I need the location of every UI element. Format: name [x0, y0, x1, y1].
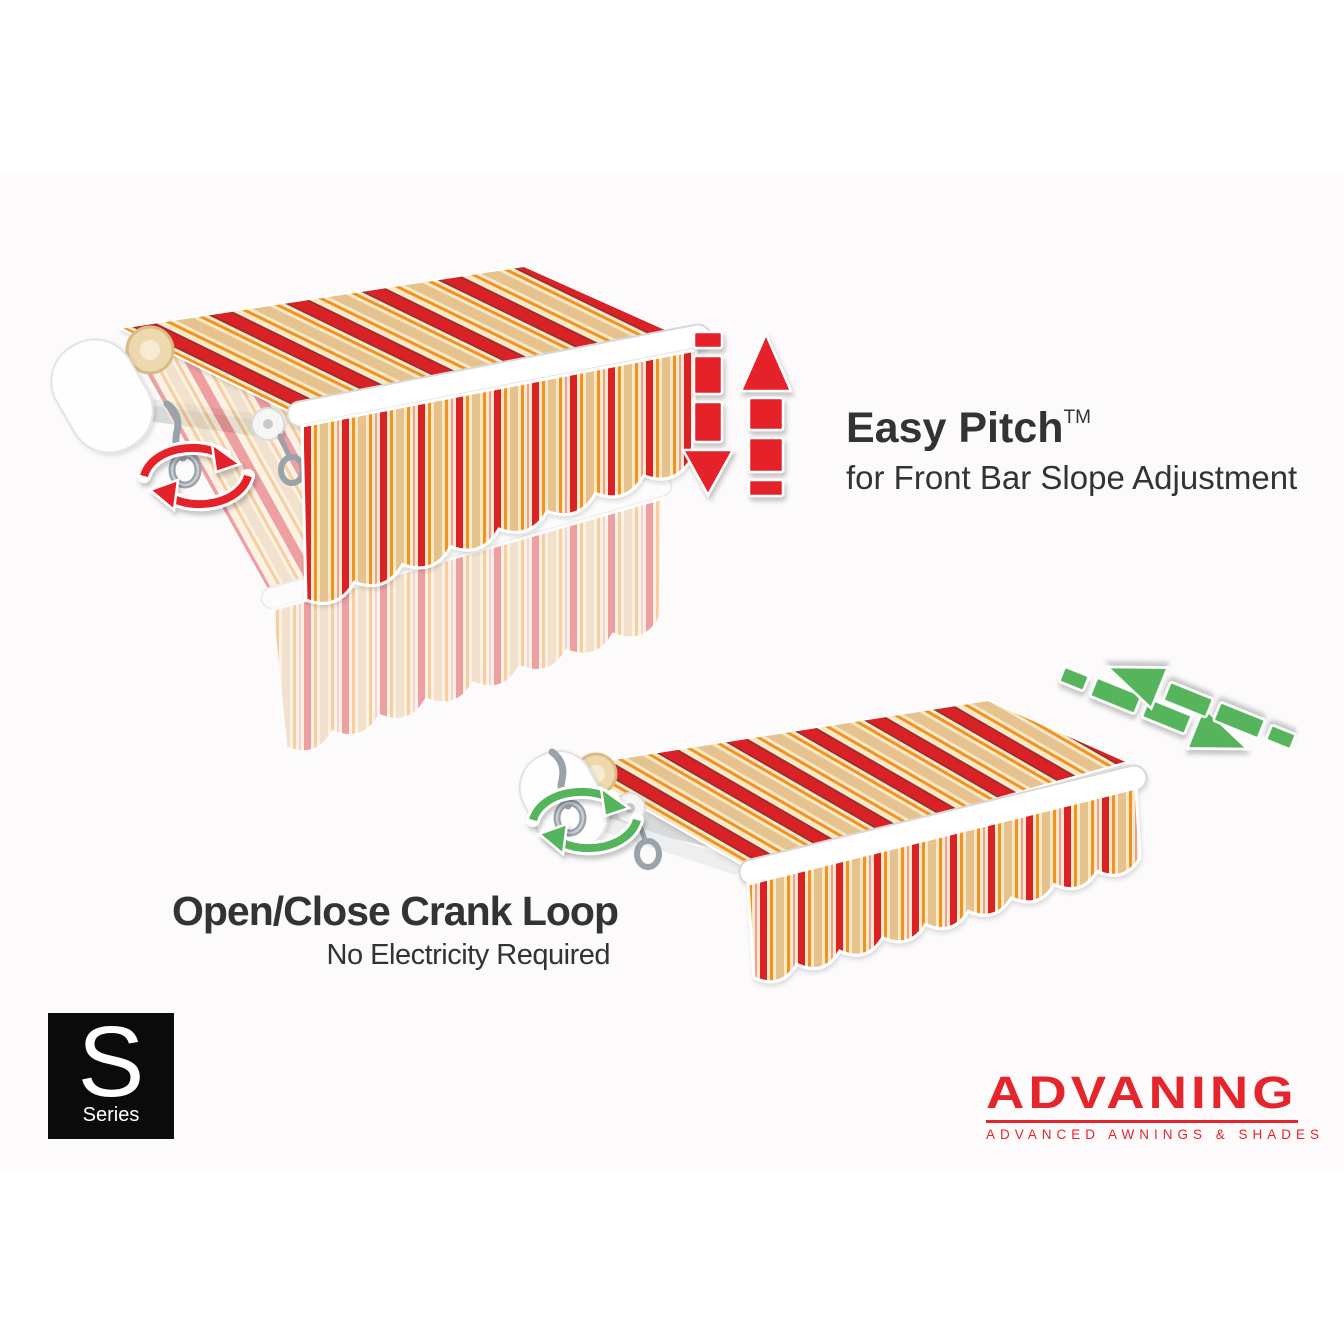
brand-logo: ADVANING ADVANCED AWNINGS & SHADES [986, 1070, 1324, 1142]
easy-pitch-annotation: Easy PitchTM for Front Bar Slope Adjustm… [846, 404, 1298, 497]
awning-crank-fabric [567, 698, 1148, 984]
pitch-up-arrow-icon [739, 330, 793, 498]
series-badge-label: Series [82, 1104, 140, 1126]
awning-crank-illustration [518, 698, 1148, 984]
crank-loop-title: Open/Close Crank Loop [172, 888, 619, 934]
brand-name: ADVANING [986, 1067, 1298, 1119]
series-badge: S Series [48, 1006, 174, 1139]
easy-pitch-title: Easy PitchTM [846, 404, 1297, 452]
open-close-arrows [1058, 665, 1297, 751]
easy-pitch-subtitle: for Front Bar Slope Adjustment [846, 459, 1298, 497]
roller-housing [50, 325, 175, 454]
awning-pitch-fabric [116, 264, 712, 605]
brand-tagline: ADVANCED AWNINGS & SHADES [986, 1127, 1325, 1142]
pitch-arrows [680, 330, 793, 498]
crank-loop-subtitle: No Electricity Required [326, 939, 611, 971]
arm-joint [251, 407, 306, 486]
crank-loop-annotation: Open/Close Crank Loop No Electricity Req… [172, 888, 634, 972]
brand-divider [986, 1120, 1298, 1123]
easy-pitch-title-text: Easy Pitch [846, 404, 1064, 452]
awning-pitch-illustration [50, 264, 712, 754]
retract-arrow-icon [1104, 665, 1297, 751]
trademark-symbol: TM [1063, 406, 1091, 428]
series-badge-letter: S [77, 1006, 145, 1118]
extend-arrow-icon [1058, 665, 1251, 751]
pitch-down-arrow-icon [680, 330, 736, 498]
